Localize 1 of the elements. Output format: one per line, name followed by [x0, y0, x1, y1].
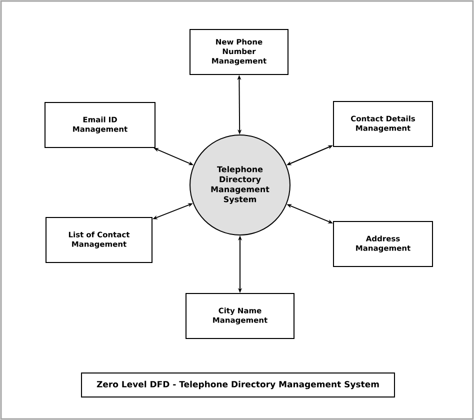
title-box: Zero Level DFD - Telephone Directory Management System [81, 372, 395, 398]
